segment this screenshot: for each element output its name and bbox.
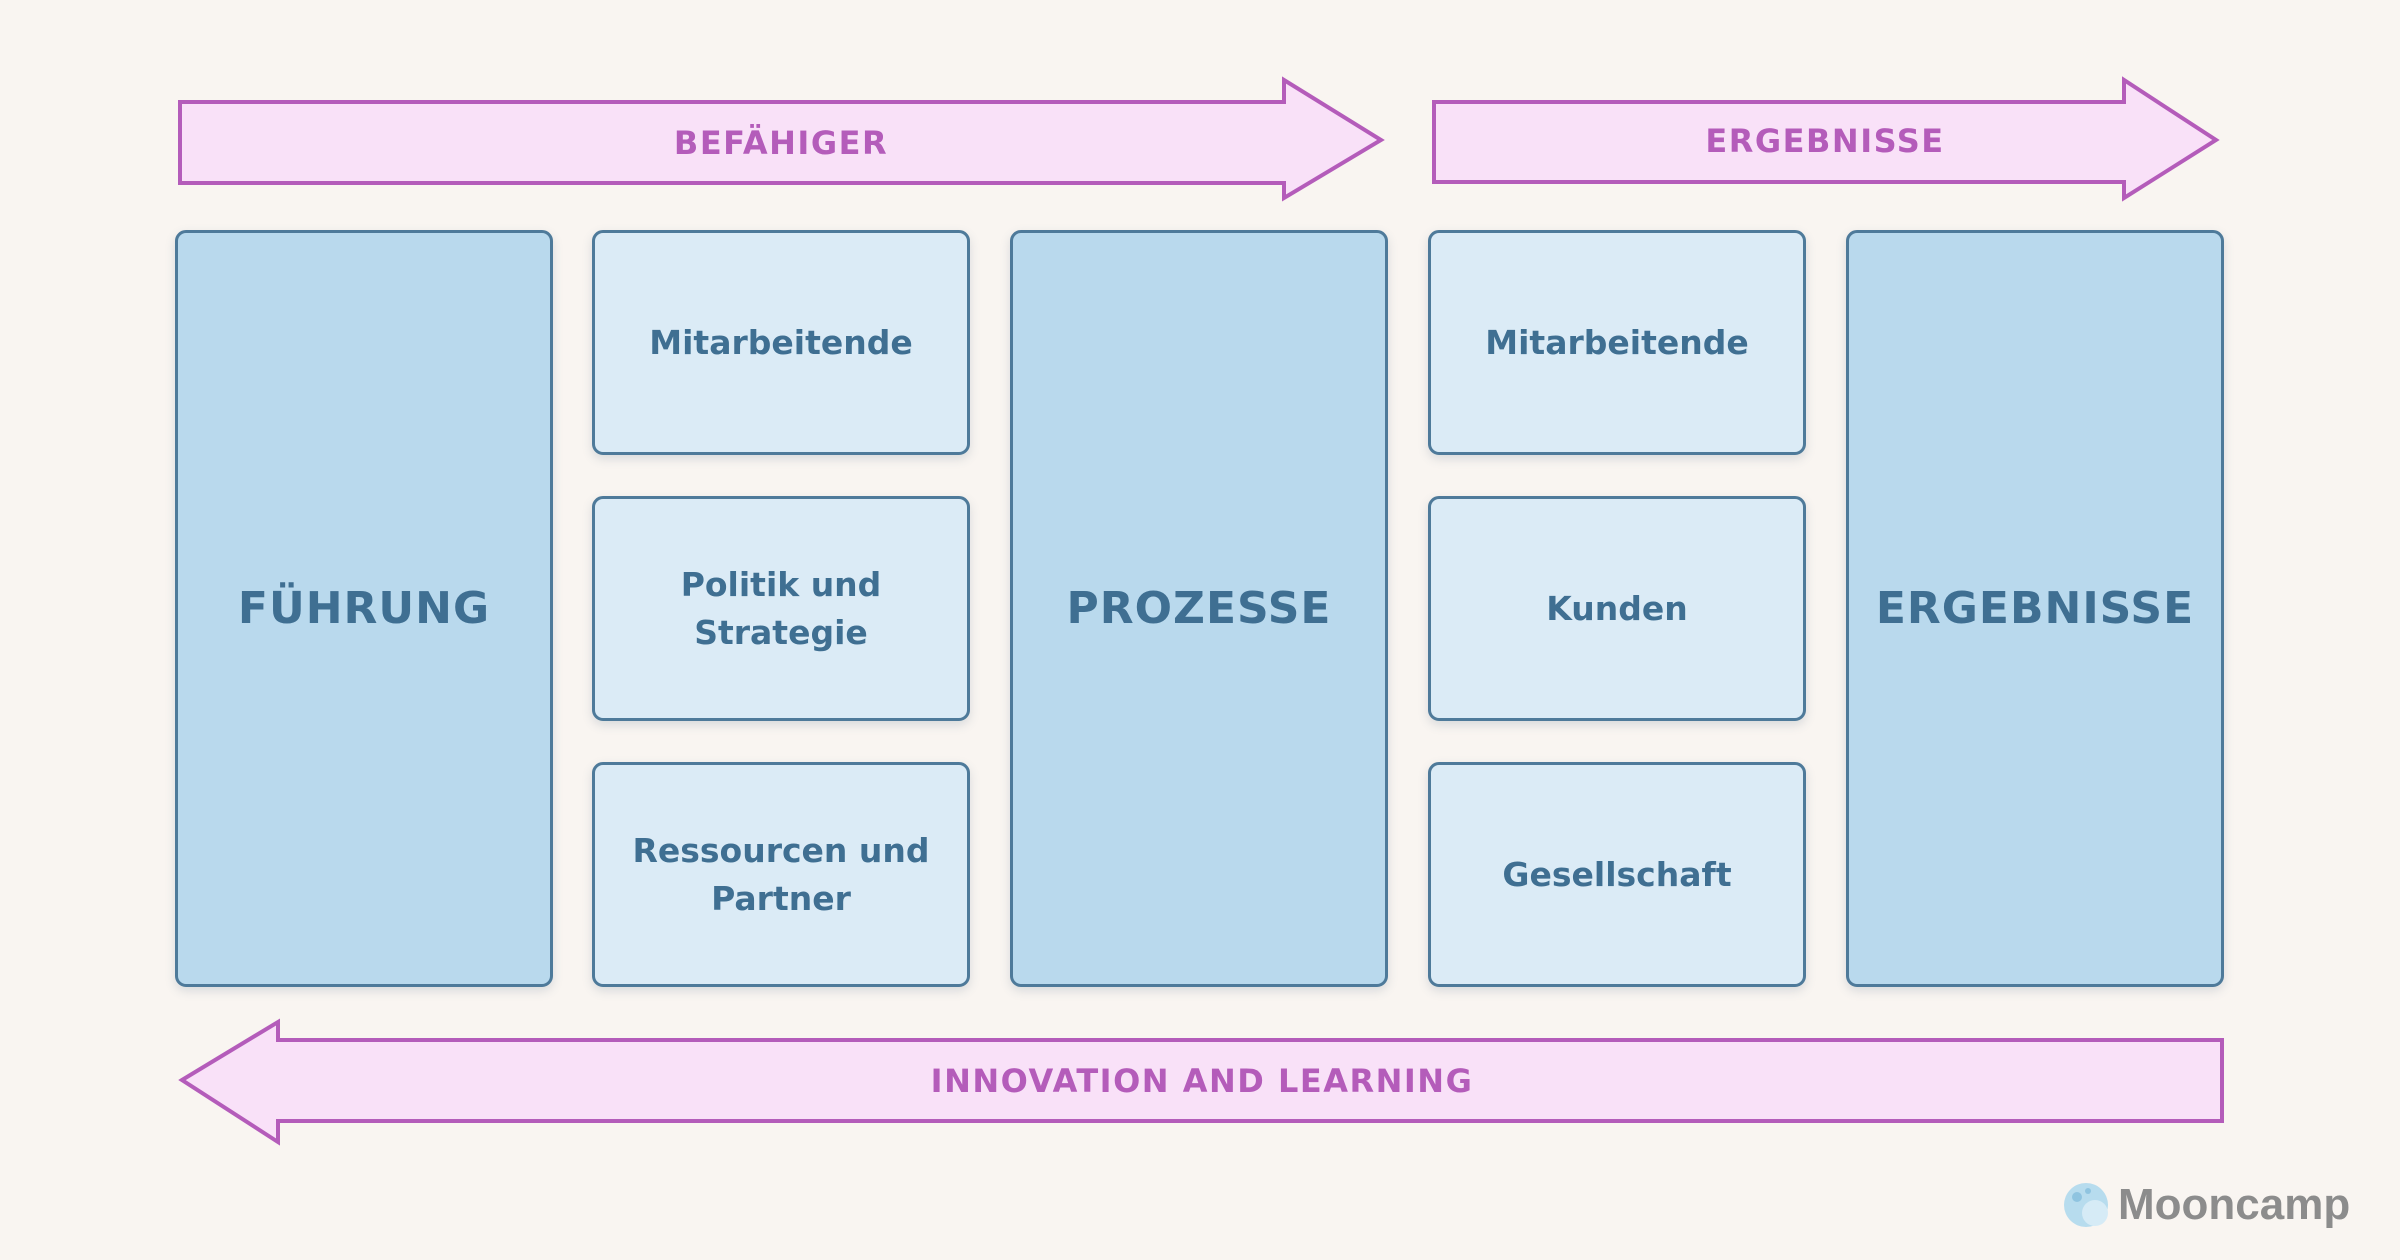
innovation-learning-arrow-label: INNOVATION AND LEARNING xyxy=(930,1062,1474,1100)
enablers-people-box: Mitarbeitende xyxy=(592,230,970,455)
enablers-arrow: BEFÄHIGER xyxy=(178,76,1385,202)
mooncamp-logo: Mooncamp xyxy=(2062,1178,2350,1232)
policy-strategy-box: Politik und Strategie xyxy=(592,496,970,721)
enablers-arrow-label: BEFÄHIGER xyxy=(673,124,889,162)
innovation-learning-arrow-shape xyxy=(178,1018,2224,1146)
leadership-box: FÜHRUNG xyxy=(175,230,553,987)
results-people-box: Mitarbeitende xyxy=(1428,230,1806,455)
enablers-arrow-shape xyxy=(178,76,1385,202)
society-box: Gesellschaft xyxy=(1428,762,1806,987)
brand-name: Mooncamp xyxy=(2118,1180,2351,1229)
customers-box: Kunden xyxy=(1428,496,1806,721)
moon-icon xyxy=(2064,1183,2108,1227)
results-arrow: ERGEBNISSE xyxy=(1432,76,2220,202)
key-results-box: ERGEBNISSE xyxy=(1846,230,2224,987)
processes-box: PROZESSE xyxy=(1010,230,1388,987)
innovation-learning-arrow: INNOVATION AND LEARNING xyxy=(178,1018,2224,1146)
results-arrow-shape xyxy=(1432,76,2220,202)
resources-partners-box: Ressourcen und Partner xyxy=(592,762,970,987)
results-arrow-label: ERGEBNISSE xyxy=(1705,122,1945,160)
